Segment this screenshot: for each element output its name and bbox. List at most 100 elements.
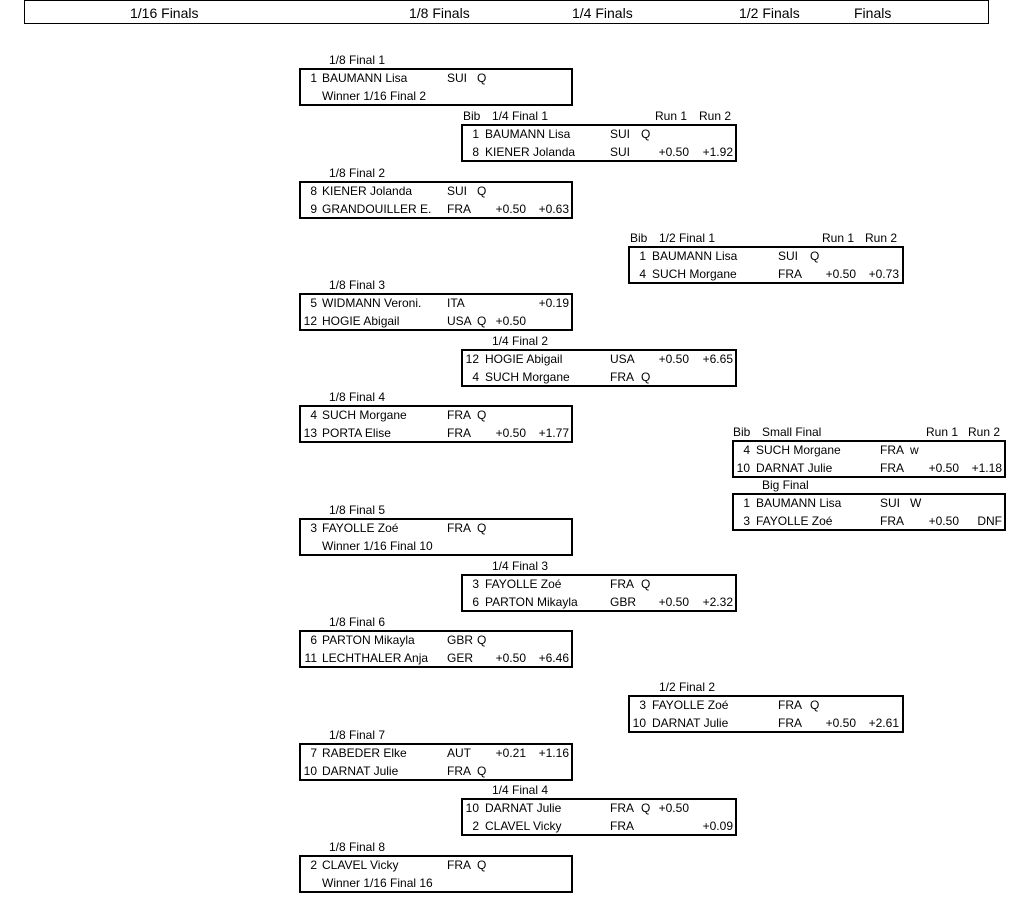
athlete-name: Winner 1/16 Final 10: [322, 538, 433, 553]
athlete-name: FAYOLLE Zoé: [652, 698, 729, 712]
match-title: 1/8 Final 7: [329, 728, 386, 742]
nation-code: SUI: [778, 249, 799, 263]
run1-time: +0.50: [658, 801, 689, 815]
column-header-run1: Run 1: [822, 231, 855, 245]
match-title: 1/4 Final 3: [492, 559, 549, 573]
bib-number: 1: [472, 127, 479, 141]
run1-time: +0.50: [495, 650, 526, 665]
nation-code: FRA: [880, 513, 904, 528]
qualified-status: Q: [477, 313, 487, 328]
run2-time: +6.65: [702, 352, 733, 366]
athlete-name: FAYOLLE Zoé: [322, 521, 399, 535]
qualified-status: Q: [810, 698, 820, 712]
match-title: 1/8 Final 3: [329, 278, 386, 292]
qualified-status: Q: [477, 763, 487, 778]
match-title: 1/4 Final 2: [492, 334, 549, 348]
run1-time: +0.50: [658, 144, 689, 159]
column-header-bib: Bib: [463, 109, 481, 123]
match-title: 1/4 Final 4: [492, 783, 549, 797]
table-row: Winner 1/16 Final 16: [301, 875, 571, 892]
header-final: Finals: [854, 5, 892, 21]
round-header-bar: 1/16 Finals 1/8 Finals 1/4 Finals 1/2 Fi…: [24, 0, 989, 24]
run2-time: +1.18: [971, 460, 1002, 475]
column-header-run2: Run 2: [865, 231, 898, 245]
nation-code: FRA: [778, 698, 802, 712]
bib-number: 8: [310, 184, 317, 198]
nation-code: FRA: [610, 818, 634, 833]
header-r4: 1/4 Finals: [572, 5, 633, 21]
bib-number: 3: [743, 513, 750, 528]
run2-time: +0.09: [702, 818, 733, 833]
athlete-name: LECHTHALER Anja: [322, 650, 429, 665]
run2-time: +0.19: [538, 296, 569, 310]
nation-code: SUI: [447, 184, 468, 198]
run2-time: +1.92: [702, 144, 733, 159]
nation-code: FRA: [447, 201, 471, 216]
header-r8: 1/8 Finals: [409, 5, 470, 21]
match-title: Big Final: [762, 478, 809, 492]
athlete-name: BAUMANN Lisa: [322, 71, 408, 85]
run2-time: +2.32: [702, 594, 733, 609]
match-title: 1/2 Final 2: [659, 680, 716, 694]
athlete-name: DARNAT Julie: [652, 715, 729, 730]
match-title: 1/8 Final 1: [329, 53, 386, 67]
bib-number: 1: [310, 71, 317, 85]
athlete-name: HOGIE Abigail: [322, 313, 400, 328]
qualified-status: Q: [477, 521, 487, 535]
athlete-name: GRANDOUILLER E.: [322, 201, 432, 216]
bib-number: 4: [639, 266, 646, 281]
athlete-name: SUCH Morgane: [756, 443, 841, 457]
bib-number: 10: [465, 801, 479, 815]
qualified-status: Q: [641, 577, 651, 591]
qualified-status: Q: [477, 184, 487, 198]
nation-code: USA: [447, 313, 472, 328]
qualified-status: W: [910, 496, 922, 510]
run2-time: +6.46: [538, 650, 569, 665]
athlete-name: CLAVEL Vicky: [485, 818, 562, 833]
athlete-name: WIDMANN Veroni.: [322, 296, 422, 310]
athlete-name: SUCH Morgane: [485, 369, 570, 384]
athlete-name: FAYOLLE Zoé: [756, 513, 833, 528]
bib-number: 10: [632, 715, 646, 730]
run1-time: +0.50: [658, 594, 689, 609]
bib-number: 6: [472, 594, 479, 609]
match-title: 1/2 Final 1: [659, 231, 716, 245]
bib-number: 1: [639, 249, 646, 263]
run1-time: +0.50: [928, 513, 959, 528]
match-title: 1/8 Final 2: [329, 166, 386, 180]
nation-code: USA: [610, 352, 635, 366]
run2-time: DNF: [977, 513, 1002, 528]
athlete-name: SUCH Morgane: [652, 266, 737, 281]
run1-time: +0.50: [825, 715, 856, 730]
column-header-run2: Run 2: [699, 109, 732, 123]
nation-code: FRA: [880, 460, 904, 475]
bib-number: 11: [304, 650, 317, 665]
run1-time: +0.50: [495, 201, 526, 216]
column-header-bib: Bib: [630, 231, 648, 245]
athlete-name: KIENER Jolanda: [322, 184, 413, 198]
table-row: 8 KIENER Jolanda SUI Q: [301, 183, 571, 200]
bib-number: 12: [303, 313, 317, 328]
column-header-run2: Run 2: [968, 425, 1001, 439]
qualified-status: Q: [477, 71, 487, 85]
